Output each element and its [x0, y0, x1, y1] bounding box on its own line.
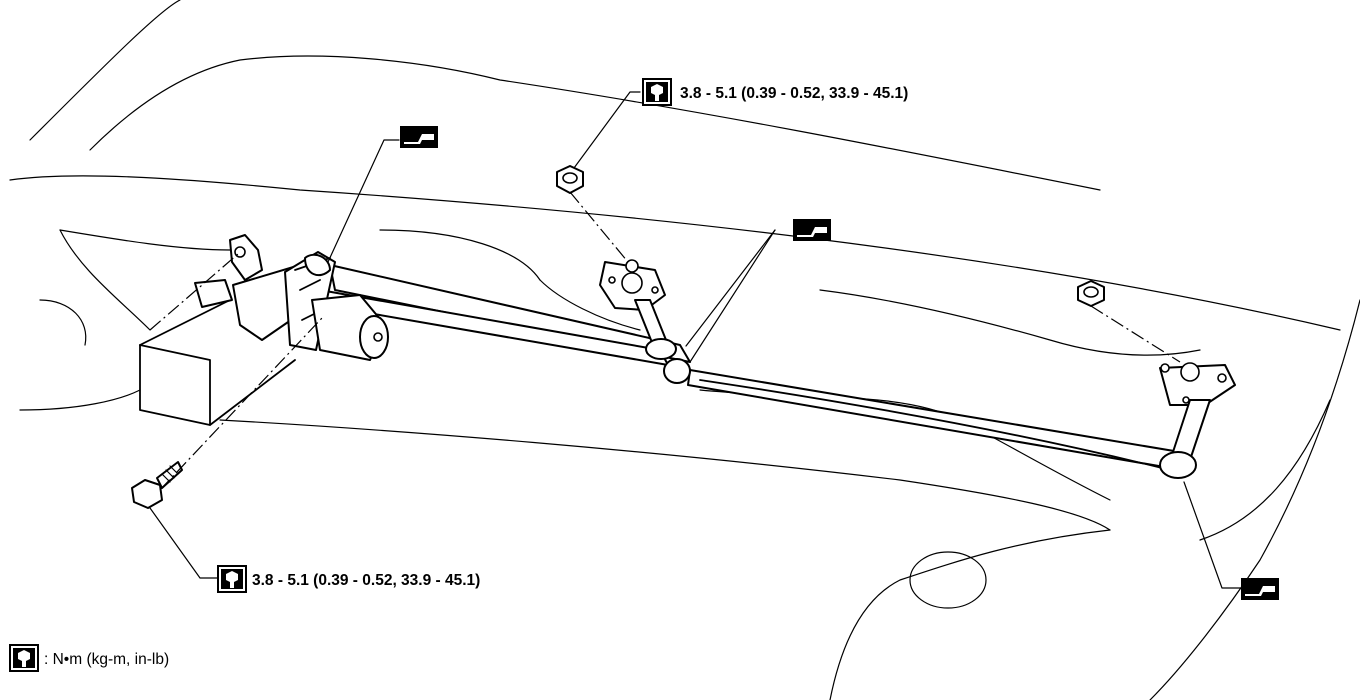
wiper-motor [194, 234, 389, 361]
left-pivot-assembly [599, 259, 691, 384]
torque-wrench-icon [642, 78, 672, 106]
motor-mount-bracket [139, 299, 296, 426]
torque-spec-top: 3.8 - 5.1 (0.39 - 0.52, 33.9 - 45.1) [680, 85, 908, 102]
right-pivot-assembly [1159, 362, 1236, 479]
pivot-nut-right [1077, 280, 1105, 307]
torque-wrench-icon [217, 565, 247, 593]
grease-point-icon [400, 126, 438, 148]
wiper-linkage-rods [319, 264, 1183, 471]
cowl-body-outline [9, 0, 1360, 700]
pivot-nut-left [556, 165, 584, 194]
legend-units: : N•m (kg-m, in-lb) [44, 651, 169, 668]
torque-wrench-icon [9, 644, 39, 672]
grease-point-icon [1241, 578, 1279, 600]
torque-spec-bottom: 3.8 - 5.1 (0.39 - 0.52, 33.9 - 45.1) [252, 572, 480, 589]
leader-lines [149, 91, 1241, 589]
grease-point-icon [793, 219, 831, 241]
assembly-center-lines [149, 191, 1181, 491]
motor-bolt [131, 461, 183, 509]
